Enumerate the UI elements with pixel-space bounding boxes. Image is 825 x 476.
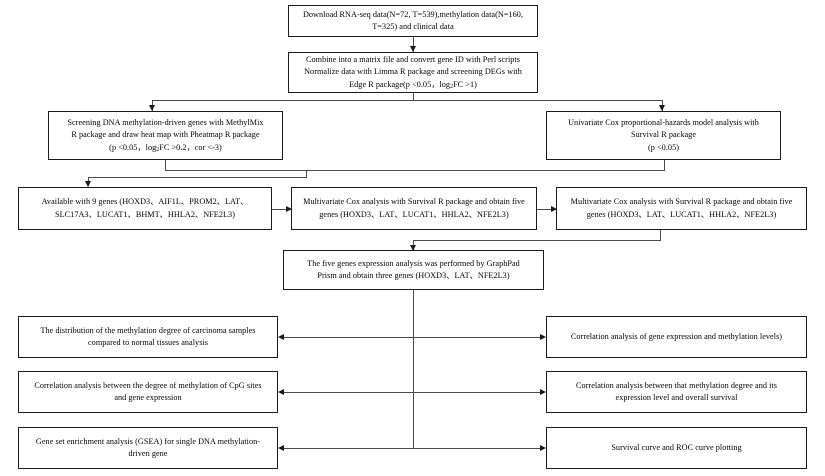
node-survival-roc-plotting-text: Survival curve and ROC curve plotting: [611, 442, 742, 452]
node-combine-normalize[interactable]: Combine into a matrix file and convert g…: [288, 52, 538, 93]
arrowhead-bus-n3: [148, 105, 155, 111]
node-multivariate-cox-center[interactable]: Multivariate Cox analysis with Survival …: [291, 187, 537, 230]
connector-n3-elbow: [165, 160, 166, 171]
connector-inner-bus-left: [306, 170, 307, 178]
arrowhead-right-row-b: [540, 388, 546, 395]
arrowhead-n1-n2: [409, 46, 416, 52]
arrowhead-right-row-a: [540, 333, 546, 340]
branch-right-row-b: [413, 392, 541, 393]
arrowhead-to-n5: [84, 181, 91, 187]
connector-n1-n2: [413, 36, 414, 52]
bus-n7-n8: [413, 240, 661, 241]
node-univariate-cox-text: Univariate Cox proportional-hazards mode…: [568, 117, 759, 152]
node-correlation-expression-methylation-text: Correlation analysis of gene expression …: [570, 331, 783, 341]
node-correlation-methylation-survival[interactable]: Correlation analysis between that methyl…: [546, 371, 807, 413]
node-methylation-distribution-carcinoma[interactable]: The distribution of the methylation degr…: [18, 316, 278, 358]
node-gsea-analysis[interactable]: Gene set enrichment analysis (GSEA) for …: [18, 427, 278, 469]
node-multivariate-cox-right-text: Multivariate Cox analysis with Survival …: [570, 197, 793, 219]
node-correlation-methylation-survival-text: Correlation analysis between that methyl…: [575, 380, 778, 402]
branch-right-row-a: [413, 337, 541, 338]
connector-n7-elbow: [660, 229, 661, 241]
node-available-nine-genes[interactable]: Available with 9 genes (HOXD3、AIF1L、PROM…: [18, 187, 272, 230]
node-graphpad-prism-three-genes-text: The five genes expression analysis was p…: [307, 258, 520, 280]
node-correlation-cpg-expression[interactable]: Correlation analysis between the degree …: [18, 371, 278, 413]
bus-split-top: [152, 100, 663, 101]
arrowhead-right-row-c: [540, 444, 546, 451]
node-univariate-cox[interactable]: Univariate Cox proportional-hazards mode…: [546, 111, 781, 160]
branch-right-row-c: [413, 448, 541, 449]
node-graphpad-prism-three-genes[interactable]: The five genes expression analysis was p…: [283, 250, 544, 290]
bus-inner-n5: [88, 177, 306, 178]
node-download-data[interactable]: Download RNA-seq data(N=72, T=539),methy…: [288, 5, 538, 37]
arrowhead-n5-n6: [286, 205, 292, 212]
node-gsea-analysis-text: Gene set enrichment analysis (GSEA) for …: [35, 436, 261, 458]
arrowhead-left-row-c: [278, 444, 284, 451]
branch-left-row-b: [283, 392, 413, 393]
arrowhead-bus-n4: [658, 105, 665, 111]
node-correlation-expression-methylation[interactable]: Correlation analysis of gene expression …: [546, 316, 807, 358]
branch-left-row-c: [283, 448, 413, 449]
spine-main: [413, 290, 414, 448]
node-available-nine-genes-text: Available with 9 genes (HOXD3、AIF1L、PROM…: [41, 197, 249, 219]
arrowhead-left-row-a: [278, 333, 284, 340]
node-combine-normalize-text: Combine into a matrix file and convert g…: [304, 54, 522, 91]
connector-n5-n6: [272, 209, 291, 210]
connector-n6-n7: [537, 209, 556, 210]
node-screening-methylmix[interactable]: Screening DNA methylation-driven genes w…: [48, 111, 283, 160]
arrowhead-to-n8: [409, 245, 416, 251]
node-download-data-text: Download RNA-seq data(N=72, T=539),methy…: [302, 9, 524, 31]
node-methylation-distribution-carcinoma-text: The distribution of the methylation degr…: [40, 325, 256, 347]
branch-left-row-a: [283, 337, 413, 338]
node-correlation-cpg-expression-text: Correlation analysis between the degree …: [34, 380, 262, 402]
node-multivariate-cox-right[interactable]: Multivariate Cox analysis with Survival …: [556, 187, 807, 230]
connector-n2-bus: [413, 92, 414, 101]
node-survival-roc-plotting[interactable]: Survival curve and ROC curve plotting: [546, 427, 807, 469]
arrowhead-n6-n7: [551, 205, 557, 212]
node-multivariate-cox-center-text: Multivariate Cox analysis with Survival …: [303, 197, 525, 219]
bus-n3-n5: [165, 170, 665, 171]
connector-n4-elbow: [664, 160, 665, 171]
node-screening-methylmix-text: Screening DNA methylation-driven genes w…: [67, 117, 264, 154]
arrowhead-left-row-b: [278, 388, 284, 395]
